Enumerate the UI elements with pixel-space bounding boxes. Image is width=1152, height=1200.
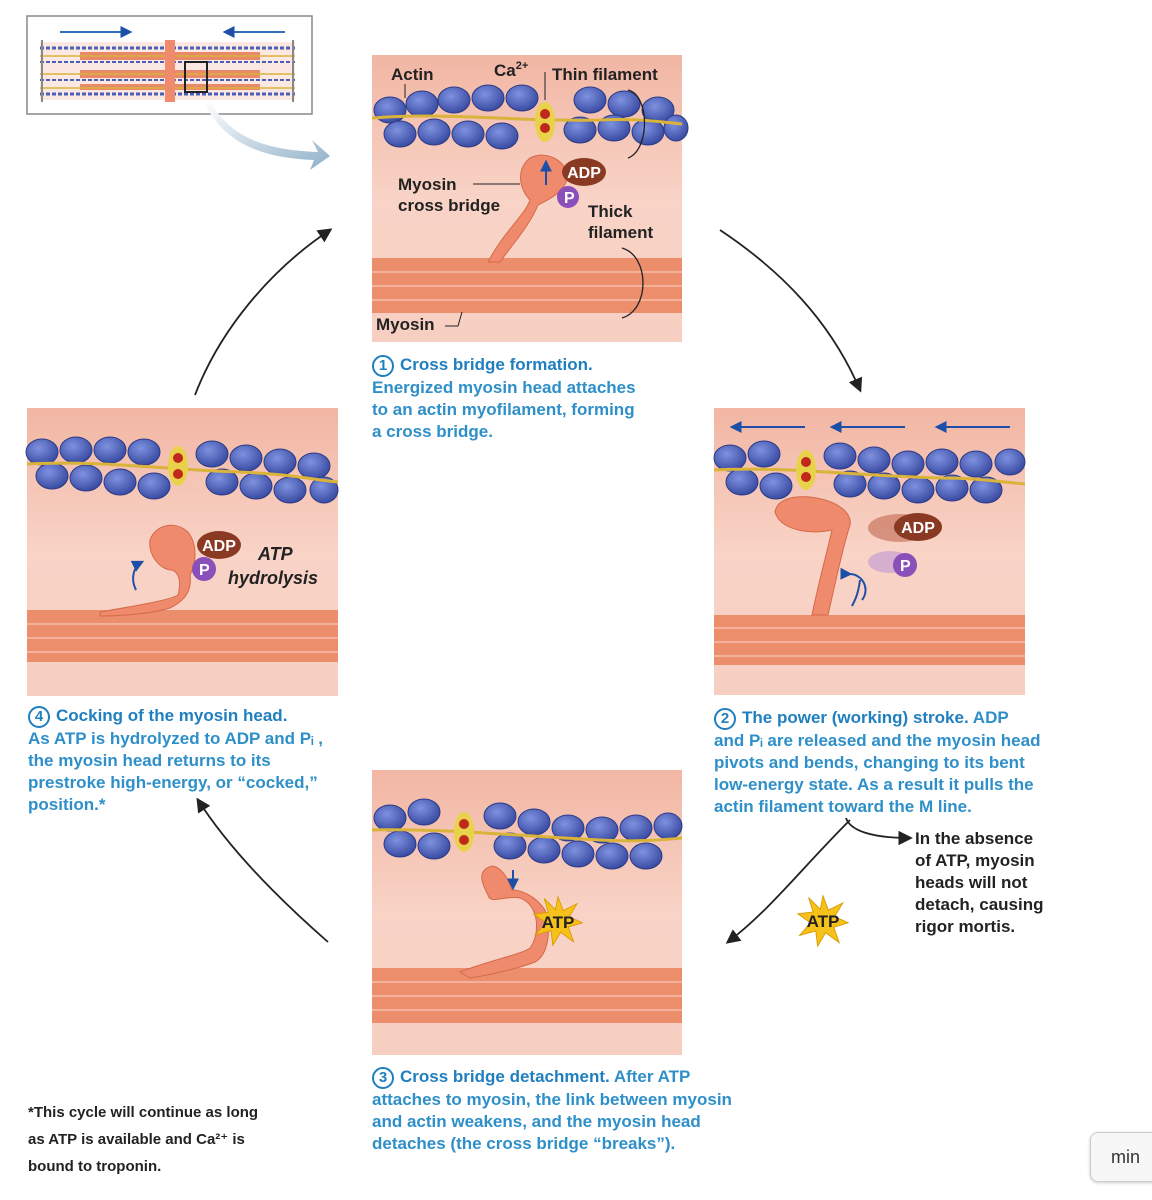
rigor-note-line-3: heads will not bbox=[915, 873, 1028, 892]
footnote: *This cycle will continue as long as ATP… bbox=[28, 1099, 348, 1180]
thin-filament-label: Thin filament bbox=[552, 65, 658, 84]
step2-line-1: and Pᵢ are released and the myosin head bbox=[714, 731, 1041, 750]
myosin-cross-bridge-label-1: Myosin bbox=[398, 175, 457, 194]
step4-caption: 4 Cocking of the myosin head. As ATP is h… bbox=[28, 705, 388, 816]
footnote-line-1: *This cycle will continue as long bbox=[28, 1104, 259, 1121]
step4-number: 4 bbox=[28, 706, 50, 728]
panel-cross-bridge-formation: ADP P Actin Ca2+ Thin filament Myosin cr… bbox=[371, 55, 689, 342]
step4-line-1: As ATP is hydrolyzed to ADP and Pᵢ , bbox=[28, 729, 323, 748]
actin-label: Actin bbox=[391, 65, 434, 84]
thick-filament-label-2: filament bbox=[588, 223, 654, 242]
step3-line-2: and actin weakens, and the myosin head bbox=[372, 1112, 701, 1131]
atp-hydrolysis-label-2: hydrolysis bbox=[228, 568, 318, 588]
step4-line-2: the myosin head returns to its bbox=[28, 751, 271, 770]
arrow-step2-to-step3 bbox=[725, 819, 851, 944]
minimize-button[interactable]: min bbox=[1090, 1132, 1152, 1182]
pi-label-2: P bbox=[900, 558, 911, 575]
rigor-note-line-1: In the absence bbox=[915, 829, 1034, 848]
atp-label-outside: ATP bbox=[807, 912, 840, 931]
arrow-step4-to-step1 bbox=[194, 228, 333, 396]
pi-label-4: P bbox=[199, 562, 210, 579]
step1-number: 1 bbox=[372, 355, 394, 377]
atp-hydrolysis-label-1: ATP bbox=[257, 544, 294, 564]
step1-line-3: a cross bridge. bbox=[372, 422, 493, 441]
step2-number: 2 bbox=[714, 708, 736, 730]
step4-title: Cocking of the myosin head. bbox=[56, 706, 288, 725]
step2-line-4: actin filament toward the M line. bbox=[714, 797, 972, 816]
rigor-mortis-note: In the absence of ATP, myosin heads will… bbox=[915, 828, 1095, 938]
pi-label: P bbox=[564, 190, 575, 207]
ca-label: Ca2+ bbox=[494, 60, 528, 80]
thick-filament-label-1: Thick bbox=[588, 202, 633, 221]
panel-cocking-myosin-head: ADP P ATP hydrolysis bbox=[25, 408, 339, 696]
step2-title: The power (working) stroke. bbox=[742, 708, 969, 727]
atp-label: ATP bbox=[542, 913, 575, 932]
sarcomere-inset bbox=[26, 15, 330, 170]
step3-number: 3 bbox=[372, 1067, 394, 1089]
step2-title-tail: ADP bbox=[972, 708, 1009, 727]
step3-line-3: detaches (the cross bridge “breaks”). bbox=[372, 1134, 676, 1153]
step4-line-4: position.* bbox=[28, 795, 106, 814]
step3-caption: 3 Cross bridge detachment. After ATP atta… bbox=[372, 1066, 812, 1155]
step1-line-2: to an actin myofilament, forming bbox=[372, 400, 635, 419]
panel-cross-bridge-detachment: ATP bbox=[371, 770, 683, 1055]
rigor-note-line-2: of ATP, myosin bbox=[915, 851, 1035, 870]
step2-line-2: pivots and bends, changing to its bent bbox=[714, 753, 1025, 772]
arrow-rigor-note bbox=[845, 817, 913, 846]
myosin-label: Myosin bbox=[376, 315, 435, 334]
step3-title: Cross bridge detachment. bbox=[400, 1067, 610, 1086]
step3-title-tail: After ATP bbox=[613, 1067, 691, 1086]
rigor-note-line-4: detach, causing bbox=[915, 895, 1044, 914]
rigor-note-line-5: rigor mortis. bbox=[915, 917, 1016, 936]
step3-line-1: attaches to myosin, the link between myo… bbox=[372, 1090, 732, 1109]
step1-title: Cross bridge formation. bbox=[400, 355, 593, 374]
adp-label-4: ADP bbox=[202, 538, 236, 555]
adp-label: ADP bbox=[567, 165, 601, 182]
step2-caption: 2 The power (working) stroke. ADP and Pᵢ … bbox=[714, 707, 1134, 818]
adp-label-2: ADP bbox=[901, 520, 935, 537]
step1-line-1: Energized myosin head attaches bbox=[372, 378, 636, 397]
arrow-step3-to-step4 bbox=[196, 797, 329, 943]
step4-line-3: prestroke high-energy, or “cocked,” bbox=[28, 773, 318, 792]
arrow-step1-to-step2 bbox=[719, 229, 863, 393]
cycle-arrows bbox=[194, 228, 913, 944]
step2-line-3: low-energy state. As a result it pulls t… bbox=[714, 775, 1034, 794]
myosin-cross-bridge-label-2: cross bridge bbox=[398, 196, 500, 215]
step1-caption: 1 Cross bridge formation. Energized myosi… bbox=[372, 354, 702, 443]
panel-power-stroke: ADP P bbox=[713, 408, 1026, 695]
footnote-line-2: as ATP is available and Ca²⁺ is bbox=[28, 1131, 245, 1148]
footnote-line-3: bound to troponin. bbox=[28, 1158, 162, 1175]
